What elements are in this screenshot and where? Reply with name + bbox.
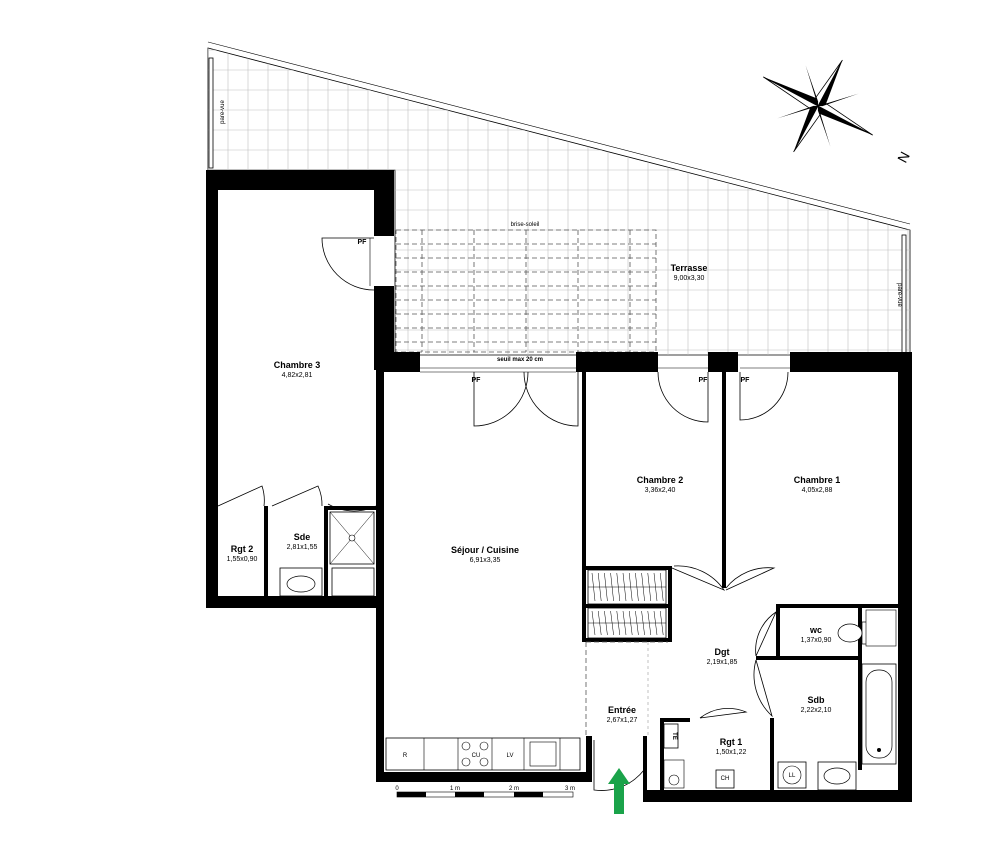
te-label: TE — [671, 732, 677, 740]
room-dims-terrasse: 9,00x3,30 — [674, 275, 705, 282]
room-dims-entree: 2,67x1,27 — [607, 717, 638, 724]
te-box — [663, 723, 679, 749]
fixtures: LL CH TE R CU LV — [279, 511, 897, 791]
kitchen-counter — [385, 737, 581, 771]
entrance-arrow-icon — [608, 768, 630, 814]
room-dims-chambre3: 4,82x2,81 — [282, 372, 313, 379]
room-dims-chambre2: 3,36x2,40 — [645, 487, 676, 494]
room-name-sde: Sde — [294, 532, 311, 542]
walls — [206, 170, 912, 802]
toilet-icon — [837, 609, 897, 647]
room-name-chambre1: Chambre 1 — [794, 475, 841, 485]
room-dims-rgt1: 1,50x1,22 — [716, 749, 747, 756]
room-dims-sejour: 6,91x3,35 — [470, 557, 501, 564]
scale-tick-2: 2 m — [509, 786, 519, 792]
pare-vue-left-label: pare-vue — [220, 100, 226, 124]
pf-label-chambre1: PF — [741, 377, 751, 384]
room-dims-sde: 2,81x1,55 — [287, 544, 318, 551]
room-name-dgt: Dgt — [715, 647, 730, 657]
room-name-rgt1: Rgt 1 — [720, 737, 743, 747]
room-dims-dgt: 2,19x1,85 — [707, 659, 738, 666]
room-name-sejour: Séjour / Cuisine — [451, 545, 519, 555]
room-name-chambre3: Chambre 3 — [274, 360, 321, 370]
washer-label: LL — [789, 773, 796, 779]
room-name-entree: Entrée — [608, 705, 636, 715]
boiler-label: CH — [721, 776, 730, 782]
room-dims-sdb: 2,22x2,10 — [801, 707, 832, 714]
scale-tick-0: 0 — [395, 786, 399, 792]
cooktop-label: CU — [472, 753, 481, 759]
bathtub-icon — [861, 663, 897, 765]
fridge-label: R — [403, 753, 408, 759]
room-name-chambre2: Chambre 2 — [637, 475, 684, 485]
pf-label-sejour: PF — [472, 377, 482, 384]
room-dims-wc: 1,37x0,90 — [801, 637, 832, 644]
pare-vue-right-label: pare-vue — [896, 283, 902, 307]
compass-rose-icon — [763, 59, 873, 153]
room-dims-rgt2: 1,55x0,90 — [227, 556, 258, 563]
scale-tick-3: 3 m — [565, 786, 575, 792]
boiler-box — [715, 769, 735, 789]
room-name-sdb: Sdb — [808, 695, 826, 705]
scale-bar: 0 1 m 2 m 3 m — [395, 786, 575, 798]
brise-soleil — [395, 229, 657, 353]
seuil-label: seuil max 20 cm — [497, 357, 543, 363]
room-name-wc: wc — [809, 625, 822, 635]
room-name-rgt2: Rgt 2 — [231, 544, 254, 554]
terrace: brise-soleil pare-vue pare-vue Terrasse … — [207, 41, 911, 356]
brise-soleil-label: brise-soleil — [511, 222, 540, 228]
pare-vue-left — [208, 57, 214, 169]
closets — [587, 569, 667, 639]
room-name-terrasse: Terrasse — [671, 263, 708, 273]
north-label: N — [894, 149, 913, 165]
dishwasher-label: LV — [507, 753, 514, 759]
pf-label-chambre2: PF — [699, 377, 709, 384]
scale-tick-1: 1 m — [450, 786, 460, 792]
pf-label-chambre3: PF — [358, 239, 368, 246]
room-dims-chambre1: 4,05x2,88 — [802, 487, 833, 494]
